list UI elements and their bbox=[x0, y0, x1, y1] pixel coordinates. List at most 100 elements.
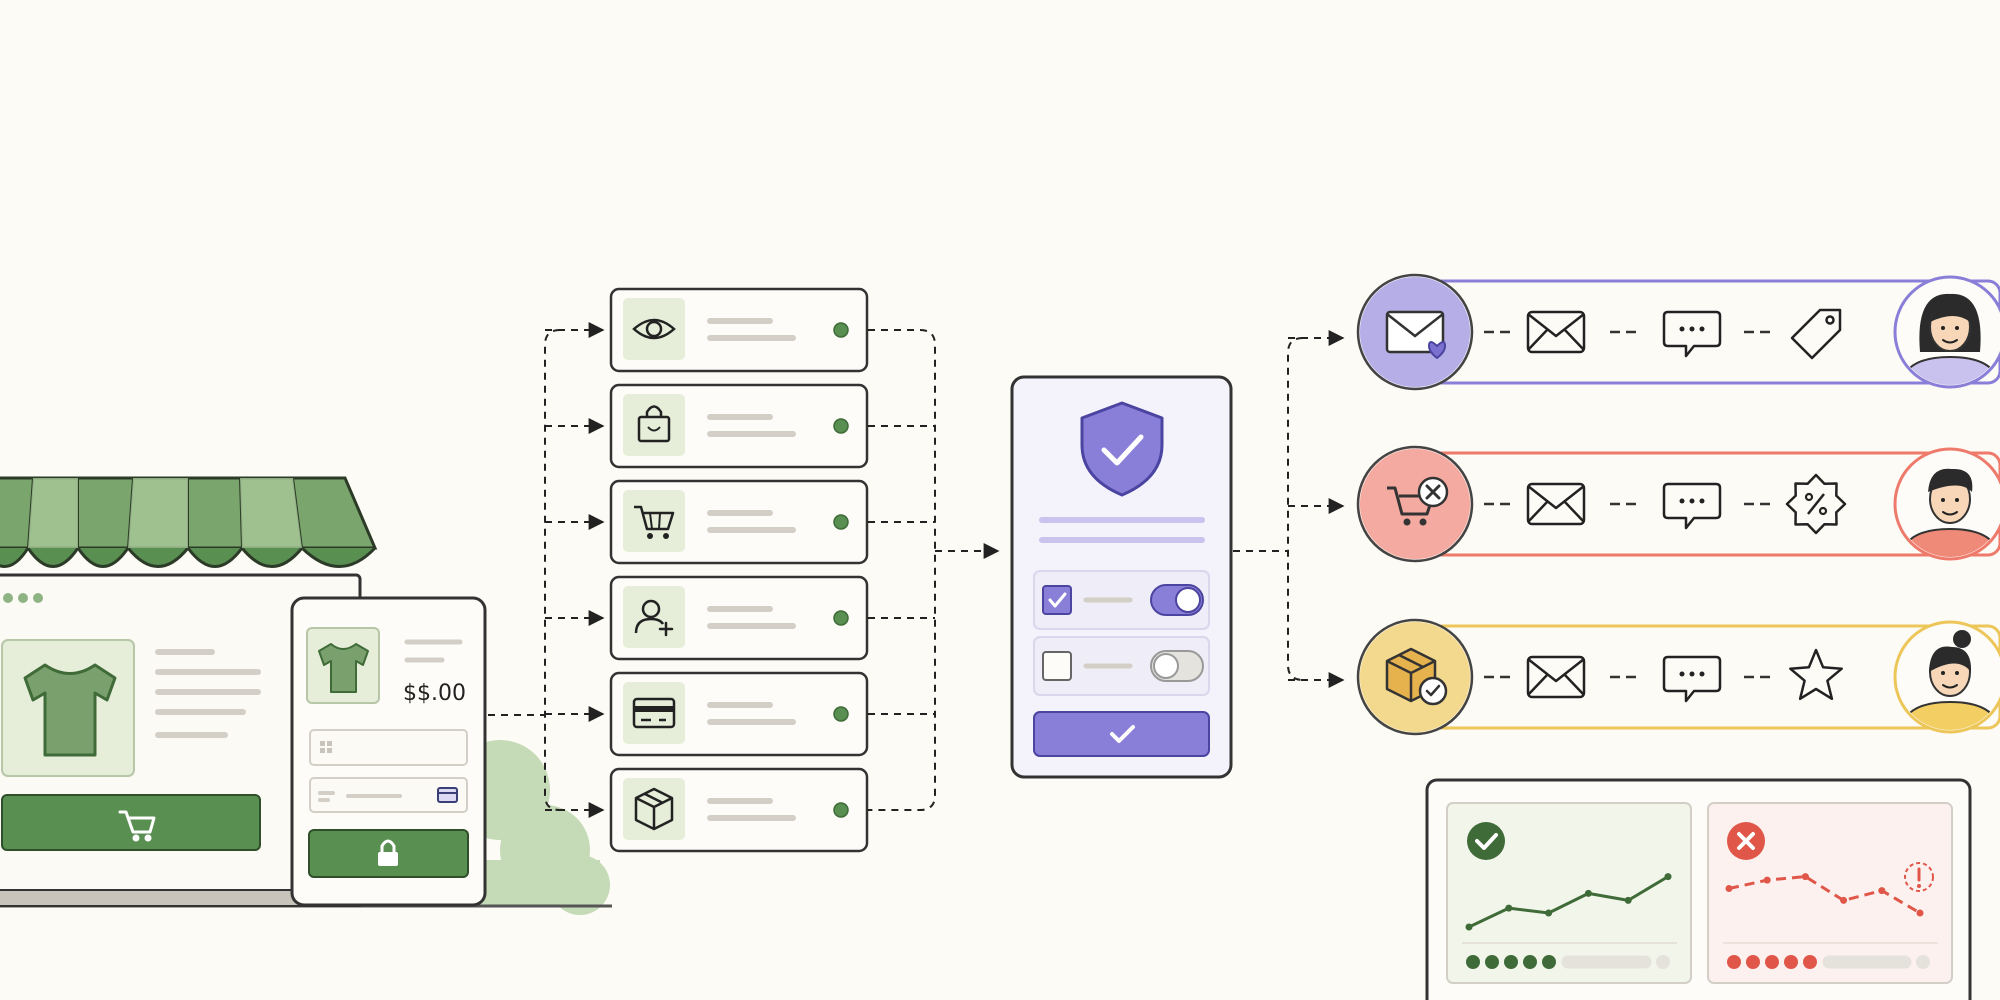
chat-icon bbox=[1662, 482, 1722, 530]
progress-dot bbox=[1656, 955, 1670, 969]
cart-icon bbox=[634, 505, 675, 539]
event-icon-tile bbox=[623, 490, 685, 552]
progress-dot bbox=[1746, 955, 1760, 969]
product-description-lines bbox=[155, 649, 261, 738]
package-icon bbox=[634, 787, 674, 831]
check-icon bbox=[1110, 725, 1135, 743]
consent-checkbox[interactable] bbox=[1042, 585, 1072, 615]
trend-point bbox=[1505, 904, 1513, 912]
mail-icon bbox=[1526, 310, 1586, 354]
event-icon-tile bbox=[623, 394, 685, 456]
credit-card-icon bbox=[437, 787, 458, 803]
event-status-dot bbox=[833, 610, 849, 626]
consent-text-lines bbox=[1039, 517, 1205, 543]
event-status-dot bbox=[833, 706, 849, 722]
outcome-panel bbox=[1425, 778, 1972, 1000]
chat-icon bbox=[1662, 655, 1722, 703]
event-card[interactable] bbox=[609, 383, 869, 469]
trend-point bbox=[1801, 873, 1809, 881]
event-icon-tile bbox=[623, 682, 685, 744]
success-progress-dots bbox=[1466, 955, 1670, 969]
confirm-button[interactable] bbox=[1033, 711, 1210, 757]
progress-dot bbox=[1485, 955, 1499, 969]
check-icon bbox=[1048, 592, 1067, 608]
card-name-field[interactable] bbox=[309, 729, 468, 766]
user-add-icon bbox=[634, 599, 674, 637]
failure-trend-chart bbox=[1725, 873, 1924, 917]
success-card bbox=[1446, 802, 1692, 984]
mail-icon bbox=[1526, 482, 1586, 526]
progress-dot bbox=[1523, 955, 1537, 969]
browser-dots bbox=[3, 593, 43, 603]
tshirt-icon bbox=[318, 643, 369, 693]
customer-avatar bbox=[1893, 620, 2000, 734]
trend-point bbox=[1624, 896, 1632, 904]
checkout-text-lines bbox=[404, 639, 463, 663]
trend-point bbox=[1584, 889, 1592, 897]
trend-point bbox=[1664, 873, 1672, 881]
storefront bbox=[0, 476, 612, 915]
star-icon bbox=[1789, 648, 1843, 701]
trend-line bbox=[1728, 875, 1921, 915]
event-card[interactable] bbox=[609, 479, 869, 565]
alert-icon bbox=[1904, 862, 1934, 892]
progress-dot bbox=[1542, 955, 1556, 969]
event-list bbox=[609, 287, 869, 853]
customer-avatar bbox=[1893, 275, 2000, 389]
progress-dot bbox=[1803, 955, 1817, 969]
event-icon-tile bbox=[623, 298, 685, 360]
event-status-dot bbox=[833, 514, 849, 530]
shield-check-icon bbox=[1080, 401, 1164, 497]
failure-progress-dots bbox=[1727, 955, 1930, 969]
event-card[interactable] bbox=[609, 287, 869, 373]
percent-badge-icon bbox=[1785, 473, 1847, 535]
trend-point bbox=[1465, 923, 1473, 931]
checkout-phone: $$.00 bbox=[290, 596, 487, 907]
awning bbox=[0, 476, 378, 568]
event-status-dot bbox=[833, 322, 849, 338]
toggle-knob bbox=[1153, 653, 1179, 679]
event-card[interactable] bbox=[609, 767, 869, 853]
mail-icon bbox=[1526, 655, 1586, 699]
consent-toggle-row bbox=[1033, 636, 1210, 696]
chat-icon bbox=[1662, 310, 1722, 358]
trend-point bbox=[1763, 876, 1771, 884]
event-card[interactable] bbox=[609, 575, 869, 661]
cart-abandon-icon bbox=[1387, 476, 1449, 526]
trend-point bbox=[1725, 885, 1733, 892]
toggle-knob bbox=[1175, 587, 1201, 613]
consent-checkbox[interactable] bbox=[1042, 651, 1072, 681]
event-card[interactable] bbox=[609, 671, 869, 757]
failure-card bbox=[1707, 802, 1953, 984]
x-circle-icon bbox=[1727, 822, 1765, 860]
customer-avatar bbox=[1893, 447, 2000, 561]
journey-row bbox=[1356, 618, 2000, 736]
event-status-dot bbox=[833, 802, 849, 818]
success-trend-chart bbox=[1465, 873, 1672, 931]
trend-point bbox=[1916, 909, 1924, 917]
consent-toggle-row bbox=[1033, 570, 1210, 630]
trend-line bbox=[1468, 875, 1669, 929]
credit-card-icon bbox=[632, 697, 676, 729]
connectors-checkout-to-events bbox=[488, 322, 605, 818]
trend-point bbox=[1840, 896, 1848, 904]
progress-dot bbox=[1466, 955, 1480, 969]
progress-dot bbox=[1765, 955, 1779, 969]
checkout-price: $$.00 bbox=[403, 681, 466, 706]
consent-toggles bbox=[1033, 570, 1210, 696]
connectors-events-to-consent bbox=[868, 329, 1000, 811]
cart-icon bbox=[118, 810, 156, 842]
consent-card bbox=[1010, 375, 1233, 779]
card-number-placeholder bbox=[318, 791, 402, 802]
trend-point bbox=[1878, 887, 1886, 895]
eye-icon bbox=[632, 318, 676, 340]
package-delivered-icon bbox=[1385, 647, 1448, 706]
progress-dot bbox=[1727, 955, 1741, 969]
check-circle-icon bbox=[1467, 822, 1505, 860]
journey-list bbox=[1356, 273, 2000, 736]
connectors-consent-to-journeys bbox=[1233, 330, 1345, 688]
event-status-dot bbox=[833, 418, 849, 434]
journey-row bbox=[1356, 445, 2000, 563]
journey-row bbox=[1356, 273, 2000, 391]
